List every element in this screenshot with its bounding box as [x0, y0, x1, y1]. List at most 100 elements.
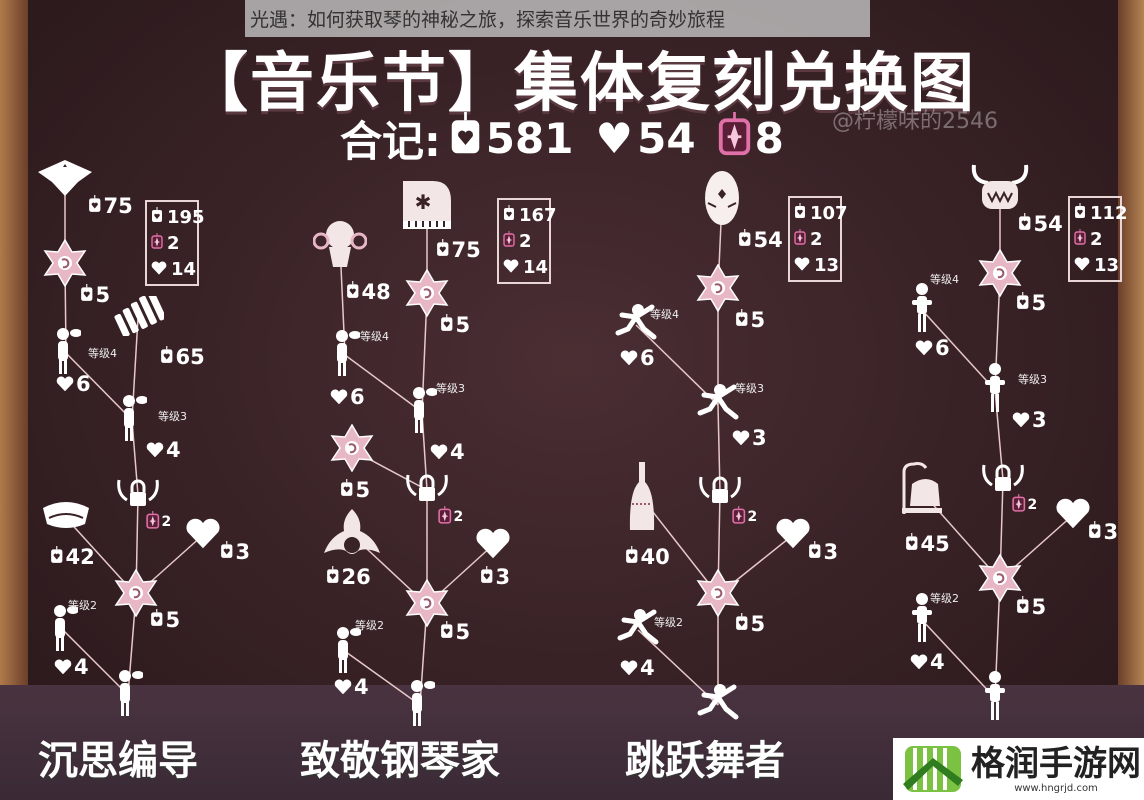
emote-icon[interactable]	[330, 328, 361, 382]
heart-icon[interactable]	[185, 518, 221, 553]
cost-value: 4	[930, 650, 945, 674]
heart-icon	[794, 255, 810, 276]
cost-value: 3	[752, 426, 767, 450]
star-icon[interactable]	[405, 268, 449, 321]
level-label: 等级2	[355, 619, 384, 632]
candle-icon	[449, 111, 482, 166]
candle-icon	[440, 313, 454, 337]
heart-icon	[503, 257, 519, 278]
level-label: 等级2	[930, 592, 959, 605]
total-tickets: 8	[754, 114, 784, 163]
summary-hearts: 14	[503, 257, 548, 278]
total-candles: 581	[485, 114, 574, 163]
summary-value: 13	[814, 254, 840, 276]
jump-emote-icon[interactable]	[616, 608, 660, 652]
level-label: 等级3	[158, 410, 187, 423]
emote-icon[interactable]	[331, 625, 362, 679]
candle-icon	[440, 620, 454, 644]
lock-icon[interactable]	[697, 473, 743, 511]
bottle-icon[interactable]	[627, 460, 657, 536]
summary-hearts: 13	[794, 254, 840, 276]
hair-icon[interactable]	[322, 507, 382, 563]
cost-value: 3	[495, 565, 511, 589]
connector-line	[345, 651, 421, 706]
xylophone-icon[interactable]	[112, 289, 166, 340]
lock-icon[interactable]	[404, 471, 450, 509]
item-cost: 5	[1016, 595, 1046, 619]
total-label: 合记:	[340, 117, 441, 166]
level-label: 等级4	[930, 273, 959, 286]
star-icon[interactable]	[405, 578, 449, 631]
star-icon[interactable]	[43, 238, 87, 291]
cost-value: 5	[455, 313, 471, 337]
lock-icon[interactable]	[115, 476, 161, 514]
item-cost: 2	[146, 510, 171, 534]
emote-icon[interactable]	[51, 326, 82, 380]
item-cost: 75	[436, 238, 481, 262]
cost-value: 48	[361, 280, 391, 304]
bow-emote-icon[interactable]	[909, 592, 935, 648]
jump-emote-icon[interactable]	[614, 303, 658, 347]
item-cost: 5	[1016, 291, 1046, 315]
star-icon[interactable]	[978, 553, 1022, 606]
lock-icon[interactable]	[980, 461, 1026, 499]
cost-value: 2	[161, 514, 172, 530]
level-label: 等级2	[654, 616, 683, 629]
connector-line	[65, 352, 133, 421]
item-cost: 5	[735, 612, 765, 636]
candle-icon	[160, 345, 174, 369]
heart-icon[interactable]	[1055, 498, 1091, 533]
item-cost: 3	[1088, 520, 1118, 544]
candle-icon	[436, 238, 450, 262]
total-cost: 合记: 581 ♥54 8	[340, 108, 798, 169]
bow-emote-icon[interactable]	[909, 282, 935, 338]
cost-value: 42	[65, 545, 95, 569]
cost-value: 3	[823, 540, 839, 564]
candle-icon	[794, 202, 806, 224]
heart-icon[interactable]	[775, 518, 811, 553]
candle-icon	[1018, 212, 1032, 236]
heart-icon	[151, 259, 167, 280]
bow-emote-icon[interactable]	[982, 670, 1008, 726]
heart-icon	[430, 440, 448, 464]
item-cost: 6	[915, 336, 950, 360]
emote-icon[interactable]	[405, 678, 436, 732]
bow-emote-icon[interactable]	[982, 362, 1008, 418]
bell-icon[interactable]	[898, 460, 942, 520]
jump-emote-icon[interactable]	[696, 683, 740, 727]
emote-icon[interactable]	[407, 385, 438, 439]
piano-icon[interactable]: ✱	[399, 177, 455, 235]
horned-mask-icon[interactable]	[970, 163, 1030, 217]
emote-icon[interactable]	[113, 668, 144, 722]
page-title: 【音乐节】集体复刻兑换图	[184, 47, 976, 121]
connector-line	[637, 629, 719, 706]
item-cost: 40	[625, 545, 670, 569]
heart-icon[interactable]	[475, 528, 511, 563]
level-label: 等级4	[650, 308, 679, 321]
cape-icon[interactable]	[36, 158, 94, 202]
watermark: @柠檬味的2546	[832, 109, 998, 134]
emote-icon[interactable]	[48, 603, 79, 657]
candle-icon	[88, 194, 102, 218]
emote-icon[interactable]	[117, 393, 148, 447]
monkey-hat-icon[interactable]	[312, 215, 368, 275]
summary-tickets: 2	[503, 230, 545, 252]
star-icon[interactable]	[696, 568, 740, 621]
summary-value: 14	[171, 258, 197, 280]
site-logo: 格润手游网 www.hngrjd.com	[893, 738, 1144, 800]
summary-value: 195	[167, 206, 205, 228]
level-label: 等级3	[1018, 373, 1047, 386]
jump-emote-icon[interactable]	[696, 383, 740, 427]
ticket-icon	[732, 505, 746, 529]
star-icon[interactable]	[696, 263, 740, 316]
cost-value: 4	[354, 675, 369, 699]
hat-icon[interactable]	[41, 500, 91, 536]
cost-value: 4	[640, 656, 655, 680]
item-cost: 4	[910, 650, 945, 674]
star-icon[interactable]	[330, 423, 374, 476]
star-icon[interactable]	[978, 248, 1022, 301]
cost-value: 5	[165, 608, 181, 632]
mask-icon[interactable]	[702, 169, 742, 231]
ticket-icon	[794, 228, 806, 250]
star-icon[interactable]	[114, 568, 158, 621]
